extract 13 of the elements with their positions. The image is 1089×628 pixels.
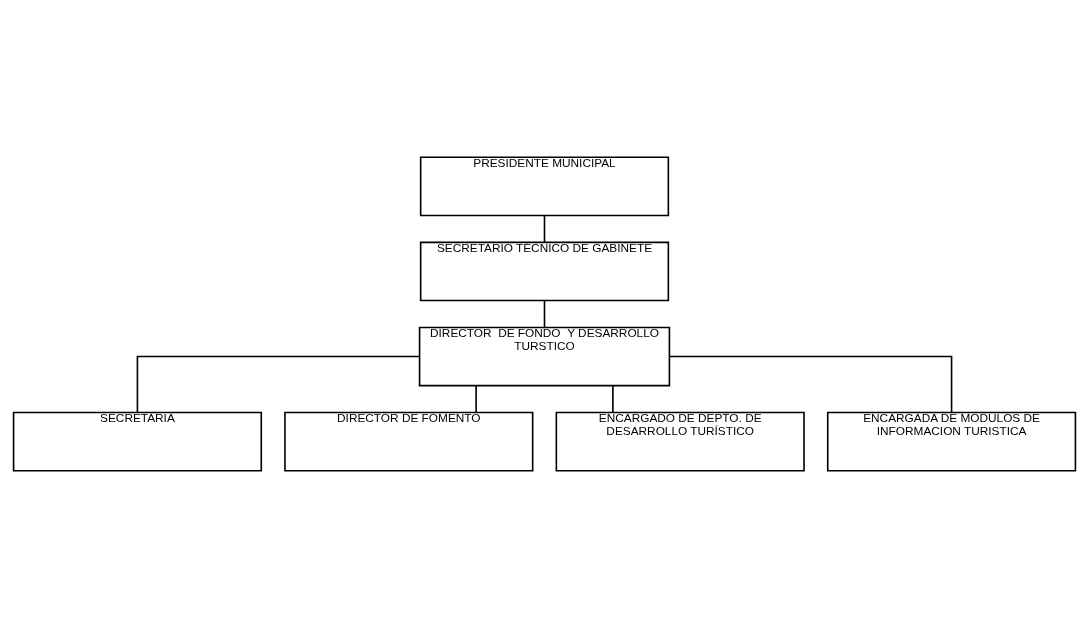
node-box: ENCARGADA DE MODULOS DE INFORMACION TURISTICA: [826, 411, 1077, 472]
node-box: DIRECTOR DE FONDO Y DESARROLLO TURSTICO: [418, 326, 671, 387]
node-box: ENCARGADO DE DEPTO. DE DESARROLLO TURÍSTICO: [555, 411, 805, 472]
connector: [612, 385, 614, 414]
node-box: SECRETARIA: [12, 411, 263, 472]
connector: [668, 355, 953, 414]
connector: [136, 355, 421, 414]
connector: [543, 299, 546, 328]
connector: [543, 214, 546, 243]
node-box: PRESIDENTE MUNICIPAL: [419, 156, 670, 217]
connector: [475, 385, 477, 414]
node-box: DIRECTOR DE FOMENTO: [284, 411, 534, 472]
node-box: SECRETARIO TÉCNICO DE GABINETE: [419, 241, 670, 302]
